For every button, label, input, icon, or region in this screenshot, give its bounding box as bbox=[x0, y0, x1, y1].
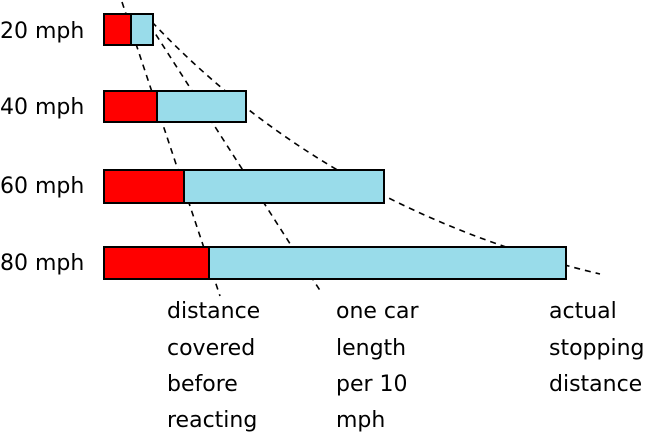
caption-line: length bbox=[336, 336, 406, 361]
caption-line: before bbox=[167, 372, 238, 397]
speed-row-40: 40 mph bbox=[0, 90, 247, 123]
caption-line: reacting bbox=[167, 408, 257, 433]
speed-label: 80 mph bbox=[0, 251, 84, 276]
caption-line: actual bbox=[549, 299, 617, 324]
reaction-distance-bar bbox=[103, 169, 185, 204]
caption-line: distance bbox=[549, 372, 642, 397]
stopping-distance-guide-curve bbox=[151, 21, 601, 275]
speed-row-80: 80 mph bbox=[0, 246, 567, 280]
speed-label: 40 mph bbox=[0, 95, 84, 120]
caption-line: mph bbox=[336, 408, 385, 433]
reaction-distance-bar bbox=[103, 246, 210, 280]
caption-line: distance bbox=[167, 299, 260, 324]
caption-line: stopping bbox=[549, 336, 645, 361]
stopping-distance-caption: actual stopping distance bbox=[549, 299, 645, 397]
caption-line: one car bbox=[336, 299, 420, 324]
car-length-caption: one car length per 10 mph bbox=[336, 299, 420, 433]
reaction-distance-bar bbox=[103, 90, 158, 123]
speed-label: 20 mph bbox=[0, 19, 84, 44]
reaction-distance-caption: distance covered before reacting bbox=[167, 299, 260, 433]
speed-row-60: 60 mph bbox=[0, 169, 385, 204]
speed-label: 60 mph bbox=[0, 174, 84, 199]
speed-row-20: 20 mph bbox=[0, 13, 154, 46]
reaction-distance-bar bbox=[103, 13, 132, 46]
caption-line: per 10 bbox=[336, 372, 408, 397]
caption-line: covered bbox=[167, 336, 255, 361]
